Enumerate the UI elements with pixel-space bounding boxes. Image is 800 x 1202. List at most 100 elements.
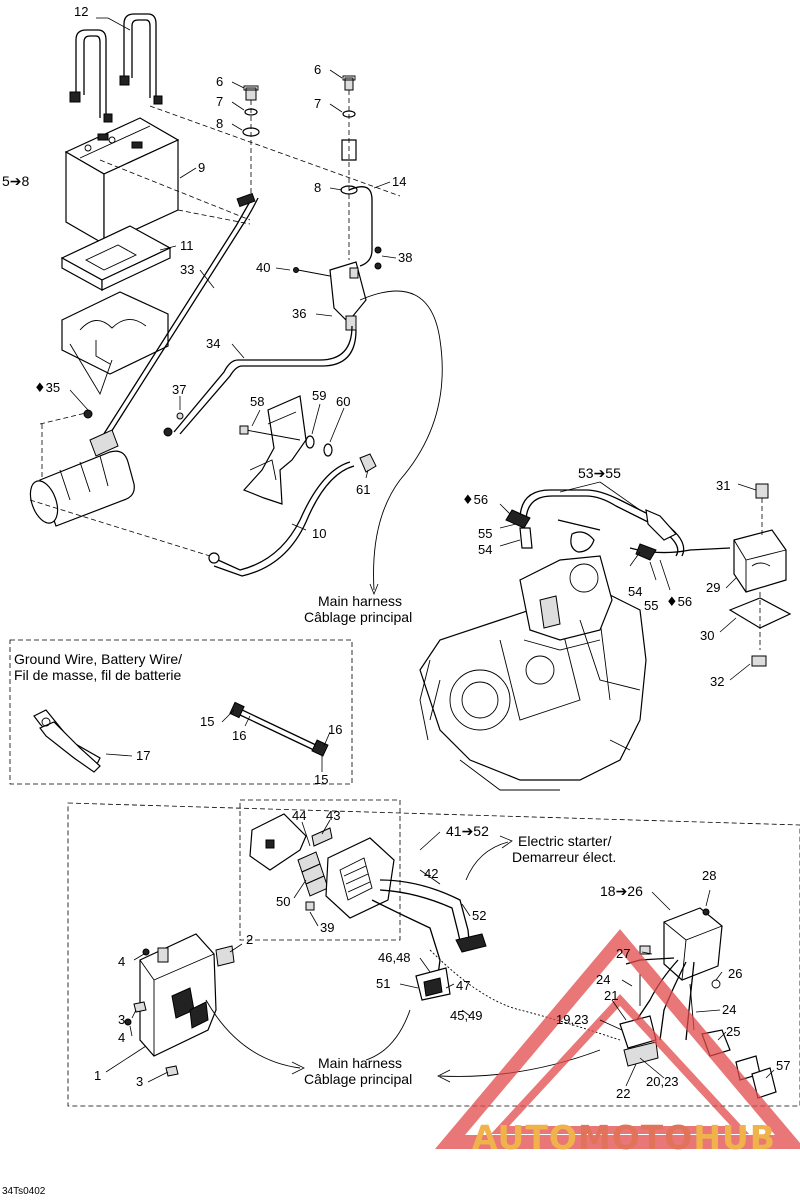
harness-route-top	[359, 290, 443, 591]
cable-14	[348, 186, 373, 267]
callout-31: 31	[716, 478, 730, 493]
harness-route-bottom	[205, 999, 301, 1069]
main-harness-bottom-en: Main harness	[318, 1055, 402, 1071]
bolt-washer-stack-left	[242, 85, 260, 200]
battery-support-bracket	[61, 291, 169, 396]
nut-32	[751, 655, 767, 667]
callout-38: 38	[398, 250, 412, 265]
callout-40: 40	[256, 260, 270, 275]
figure-code: 34Ts0402	[2, 1186, 46, 1197]
frame-bracket	[239, 395, 377, 505]
watermark-triangle	[434, 929, 800, 1149]
cable-34	[173, 325, 353, 433]
ground-box-title-fr: Fil de masse, fil de batterie	[14, 667, 182, 683]
main-harness-bottom-fr: Câblage principal	[304, 1071, 412, 1087]
callout-19-23: 19,23	[556, 1012, 589, 1027]
callout-22: 22	[616, 1086, 630, 1101]
callout-7-left: 7	[216, 94, 223, 109]
callout-47: 47	[456, 978, 470, 993]
cable-10	[217, 461, 351, 571]
callout-24-left: 24	[596, 972, 610, 987]
callout-56-left: ♦56	[462, 492, 488, 508]
callout-18-26: 18➔26	[600, 883, 643, 899]
callout-32: 32	[710, 674, 724, 689]
callout-20-23: 20,23	[646, 1074, 679, 1089]
callout-35: ♦35	[34, 380, 60, 396]
callout-28: 28	[702, 868, 716, 883]
callout-52: 52	[472, 908, 486, 923]
callout-24-right: 24	[722, 1002, 736, 1017]
callout-14: 14	[392, 174, 406, 189]
callout-4-bottom: 4	[118, 1030, 125, 1045]
callout-3-bottom: 3	[136, 1074, 143, 1089]
connector-2	[215, 945, 235, 967]
leader-lines	[69, 17, 775, 1087]
spark-cable-rear-b	[629, 547, 731, 554]
engine-assembly	[419, 555, 647, 791]
callout-8-left: 8	[216, 116, 223, 131]
starter-arrow	[465, 841, 509, 881]
callout-4-top: 4	[118, 954, 125, 969]
callout-51: 51	[376, 976, 390, 991]
callout-2: 2	[246, 932, 253, 947]
callout-45-49: 45,49	[450, 1008, 483, 1023]
callout-17: 17	[136, 748, 150, 763]
cable-10-b	[213, 465, 355, 577]
callout-60: 60	[336, 394, 350, 409]
ignition-coil	[733, 529, 787, 593]
callout-34: 34	[206, 336, 220, 351]
relay-block	[305, 837, 395, 919]
callout-6-left: 6	[216, 74, 223, 89]
callout-15-top: 15	[200, 714, 214, 729]
terminal-pins	[297, 827, 333, 897]
callout-7-right: 7	[314, 96, 321, 111]
callout-36: 36	[292, 306, 306, 321]
ground-wire-box	[9, 639, 353, 785]
callout-5-8: 5➔8	[2, 173, 30, 189]
harness-41-c	[371, 899, 441, 991]
battery-tray-pad	[60, 225, 172, 292]
spark-cable-front-b	[525, 495, 679, 557]
callout-21: 21	[604, 988, 618, 1003]
callout-8-right: 8	[314, 180, 321, 195]
starter-solenoid	[663, 907, 723, 981]
callout-44: 44	[292, 808, 306, 823]
callout-50: 50	[276, 894, 290, 909]
callout-15-bottom: 15	[314, 772, 328, 787]
cable-33-b	[105, 197, 259, 441]
captions: Main harness Câblage principal Ground Wi…	[14, 593, 616, 1087]
harness-41-b	[379, 889, 463, 951]
callout-1: 1	[94, 1068, 101, 1083]
callout-12: 12	[74, 4, 88, 19]
callout-30: 30	[700, 628, 714, 643]
bracket-36	[293, 246, 382, 331]
callout-25: 25	[726, 1024, 740, 1039]
ground-box-title-en: Ground Wire, Battery Wire/	[14, 651, 182, 667]
callout-58: 58	[250, 394, 264, 409]
callout-11: 11	[180, 238, 194, 253]
callout-54-left: 54	[478, 542, 492, 557]
callout-10: 10	[312, 526, 326, 541]
callout-33: 33	[180, 262, 194, 277]
callout-54-right: 54	[628, 584, 642, 599]
starter-caption-fr: Demarreur élect.	[512, 849, 616, 865]
battery-wire-15-16	[229, 701, 329, 757]
callout-27: 27	[616, 946, 630, 961]
callout-16-left: 16	[232, 728, 246, 743]
relay-subbox	[239, 799, 401, 941]
main-harness-top-fr: Câblage principal	[304, 609, 412, 625]
callout-53-55: 53➔55	[578, 465, 621, 481]
callout-6-right: 6	[314, 62, 321, 77]
callout-labels: 12 6 7 8 6 7 5➔8 9 8 14 11 33 40 38 36 3…	[2, 4, 790, 1101]
callout-42: 42	[424, 866, 438, 881]
callout-43: 43	[326, 808, 340, 823]
callout-55-right: 55	[644, 598, 658, 613]
callout-41-52: 41➔52	[446, 823, 489, 839]
starter-motor	[29, 429, 135, 527]
spark-cable-rear	[557, 519, 601, 531]
callout-9: 9	[198, 160, 205, 175]
harness-41	[379, 879, 471, 951]
crimp-tool	[33, 709, 101, 773]
cable-34-b	[179, 329, 357, 435]
